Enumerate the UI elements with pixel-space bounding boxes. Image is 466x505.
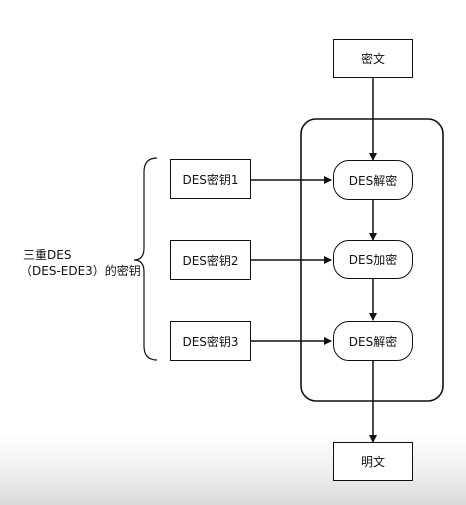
des-key-3-node: DES密钥3 [170, 321, 251, 361]
des-key-2-node: DES密钥2 [170, 240, 251, 280]
ciphertext-node: 密文 [333, 39, 413, 78]
des-encrypt-stage: DES加密 [333, 240, 413, 279]
plaintext-node: 明文 [333, 442, 413, 481]
triple-des-key-label: （DES-EDE3）的密钥 [20, 264, 141, 278]
des-decrypt-stage-2: DES解密 [333, 321, 413, 361]
des-key-1-node: DES密钥1 [170, 159, 251, 199]
des-decrypt-stage-1: DES解密 [333, 160, 413, 200]
key-group-brace [133, 157, 158, 361]
triple-des-label: 三重DES [23, 248, 72, 262]
